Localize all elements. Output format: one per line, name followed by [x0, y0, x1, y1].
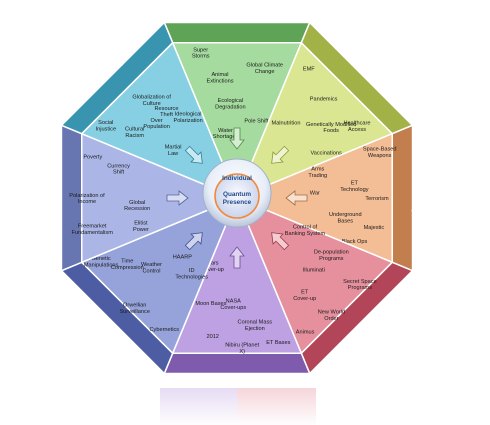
sector-title-financial: Financial: [52, 178, 62, 219]
sector-item: War: [310, 191, 320, 197]
sector-item: Moon Bases: [195, 301, 226, 307]
sector-item: Malnutrition: [272, 121, 301, 127]
sector-item: Majestic: [364, 225, 385, 231]
sector-item: Terrorism: [365, 196, 389, 202]
arrow-icon: [271, 145, 290, 164]
arrow-icon: [184, 145, 203, 164]
sector-item: EMF: [303, 67, 315, 73]
arrow-icon: [229, 127, 245, 150]
arrow-group: [166, 127, 308, 269]
sector-item: ET Bases: [266, 340, 290, 346]
sector-item: Pole Shift: [244, 118, 268, 124]
sector-item: Poverty: [83, 155, 102, 161]
center-label-line1: Quantum: [223, 191, 251, 198]
sector-item: HAARP: [173, 255, 193, 261]
sector-title-earth: Earth: [225, 13, 249, 23]
sector-item: 2012: [206, 334, 218, 340]
arrow-icon: [229, 246, 245, 269]
sector-item: Black Ops: [342, 239, 368, 245]
sector-title-solar-system: Solar System: [207, 371, 266, 381]
arrow-icon: [184, 232, 203, 251]
sector-item: Cybernetics: [150, 327, 180, 333]
arrow-icon: [271, 232, 290, 251]
reflection: [150, 386, 330, 425]
arrow-icon: [166, 190, 189, 206]
sector-item: Vaccinations: [310, 151, 342, 157]
sector-rim-earth[interactable]: [163, 21, 311, 44]
center-hub[interactable]: Individual Quantum Presence: [202, 158, 272, 228]
center-label-line2: Presence: [223, 199, 252, 206]
sector-item: Illuminati: [303, 268, 325, 274]
sector-item: Animus: [296, 330, 315, 336]
sector-title-military: Military: [412, 181, 422, 214]
arrow-icon: [285, 190, 308, 206]
center-top-label: Individual: [222, 175, 252, 182]
sector-item: Pandemics: [310, 96, 338, 102]
